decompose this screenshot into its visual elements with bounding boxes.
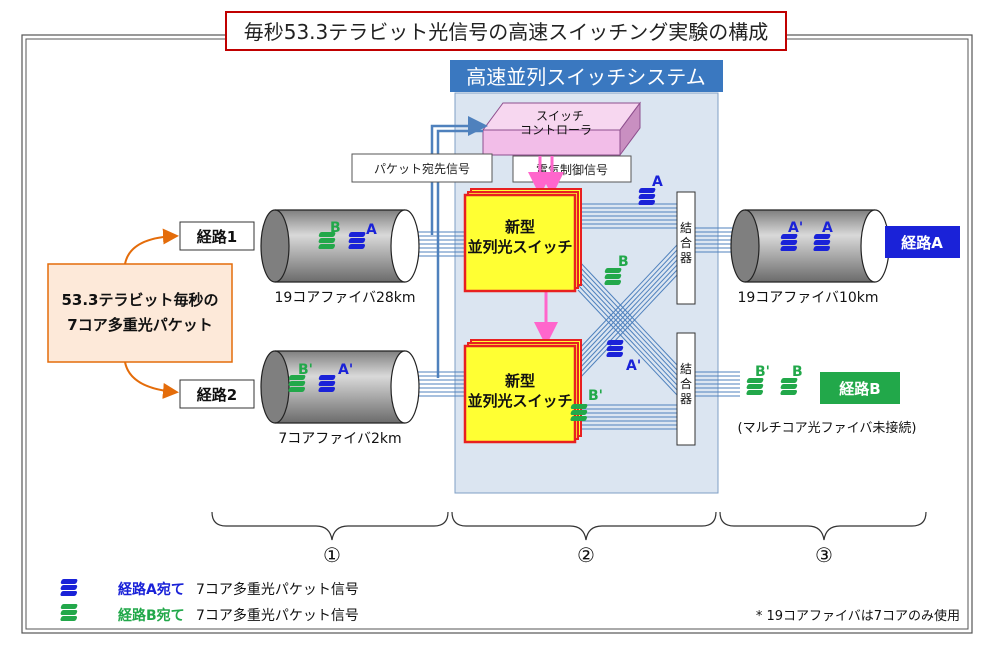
tag-Bp-system: B' bbox=[588, 388, 603, 404]
legend-blue-packet-icon bbox=[59, 579, 78, 596]
unconnected-note: (マルチコア光ファイバ未接続) bbox=[738, 420, 917, 436]
legend-green-packet-icon bbox=[59, 604, 78, 621]
section-1-label: ① bbox=[323, 543, 341, 567]
tag-Ap-fiber2: A' bbox=[338, 362, 353, 378]
packet-dest-signal-label: パケット宛先信号 bbox=[374, 161, 470, 176]
tag-Bp-output: B' bbox=[755, 364, 770, 380]
arrow-to-route2 bbox=[124, 361, 179, 399]
route-A-box bbox=[885, 226, 960, 258]
brace-section-2 bbox=[451, 511, 717, 541]
switch1-to-combinerA-lines bbox=[578, 203, 677, 229]
switch-controller bbox=[482, 129, 621, 156]
packet-A-in-system bbox=[637, 188, 656, 205]
route-A-label: 経路A bbox=[901, 234, 943, 252]
source-label-1: 53.3テラビット毎秒の bbox=[61, 291, 218, 309]
section-3-label: ③ bbox=[815, 543, 833, 567]
packet-A-in-fiber1 bbox=[347, 232, 366, 249]
route-B-box bbox=[820, 372, 900, 404]
switch2-label-2: 並列光スイッチ bbox=[467, 392, 572, 410]
tag-Ap-system: A' bbox=[626, 358, 641, 374]
switch-system-label: 高速並列スイッチシステム bbox=[466, 65, 705, 89]
route1-box bbox=[179, 221, 255, 251]
fiber-cylinder-7core-2km bbox=[260, 350, 420, 424]
switch-system-header bbox=[450, 60, 723, 92]
fiber2-label: 7コアファイバ2km bbox=[278, 431, 401, 447]
route-B-label: 経路B bbox=[839, 380, 880, 398]
switch1-label-1: 新型 bbox=[505, 218, 535, 236]
combiner-A bbox=[676, 191, 696, 305]
tag-B-fiber1: B bbox=[330, 220, 341, 236]
tag-A-fiber1: A bbox=[366, 222, 377, 238]
controller-label-2: コントローラ bbox=[520, 123, 592, 137]
fiber-cylinder-19core-28km bbox=[260, 209, 420, 283]
legend-a-rest: 7コア多重光パケット信号 bbox=[196, 581, 359, 598]
optical-switch-1 bbox=[463, 188, 582, 293]
legend-b-route: 経路B宛て bbox=[118, 607, 185, 624]
packet-A-in-fiber3 bbox=[812, 234, 831, 251]
tag-Bp-fiber2: B' bbox=[298, 362, 313, 378]
packet-B-in-system bbox=[603, 268, 622, 285]
packet-Bp-in-system bbox=[569, 404, 588, 421]
source-label-2: 7コア多重光パケット bbox=[67, 316, 212, 334]
packet-B-output bbox=[779, 378, 798, 395]
route2-box bbox=[179, 379, 255, 409]
combinerB-output-lines bbox=[695, 371, 740, 397]
packet-Ap-in-fiber3 bbox=[779, 234, 798, 251]
combiner-A-label: 結合器 bbox=[680, 221, 692, 265]
diagram-title: 毎秒53.3テラビット光信号の高速スイッチング実験の構成 bbox=[244, 20, 769, 44]
arrow-to-route1 bbox=[124, 228, 179, 265]
fiber-cylinder-19core-10km bbox=[730, 209, 890, 283]
tag-B-output: B bbox=[792, 364, 803, 380]
combiner-B-label: 結合器 bbox=[680, 362, 692, 406]
tag-B-system: B bbox=[618, 254, 629, 270]
title-box bbox=[225, 11, 787, 51]
packet-dest-arrow-upper bbox=[430, 116, 488, 235]
tag-A-system: A bbox=[652, 174, 663, 190]
controller-label-1: スイッチ bbox=[536, 109, 584, 123]
fiber3-label: 19コアファイバ10km bbox=[737, 290, 878, 306]
fiber-lines-route1 bbox=[418, 231, 465, 257]
footnote: * 19コアファイバは7コアのみ使用 bbox=[756, 608, 960, 624]
tag-Ap-fiber3: A' bbox=[788, 220, 803, 236]
crossing-lines-up bbox=[577, 244, 678, 381]
packet-Bp-output bbox=[745, 378, 764, 395]
fiber1-label: 19コアファイバ28km bbox=[274, 290, 415, 306]
packet-dest-signal-box bbox=[351, 153, 493, 183]
packet-Ap-in-fiber2 bbox=[317, 375, 336, 392]
packet-Ap-in-system bbox=[605, 340, 624, 357]
brace-section-3 bbox=[719, 511, 927, 541]
section-2-label: ② bbox=[577, 543, 595, 567]
route1-label: 経路1 bbox=[197, 228, 237, 246]
electric-control-label: 電気制御信号 bbox=[536, 162, 608, 177]
switch1-label-2: 並列光スイッチ bbox=[467, 238, 572, 256]
brace-section-1 bbox=[211, 511, 449, 541]
source-box bbox=[47, 263, 233, 363]
route2-label: 経路2 bbox=[197, 386, 237, 404]
legend-b-rest: 7コア多重光パケット信号 bbox=[196, 607, 359, 624]
optical-switch-2 bbox=[463, 339, 582, 444]
tag-A-fiber3: A bbox=[822, 220, 833, 236]
legend-a-route: 経路A宛て bbox=[118, 581, 185, 598]
combiner-B bbox=[676, 332, 696, 446]
switch2-to-combinerB-lines bbox=[578, 404, 677, 430]
fiber-lines-route2 bbox=[418, 371, 465, 397]
packet-dest-arrow-lower bbox=[436, 129, 483, 378]
switch2-label-1: 新型 bbox=[505, 372, 535, 390]
